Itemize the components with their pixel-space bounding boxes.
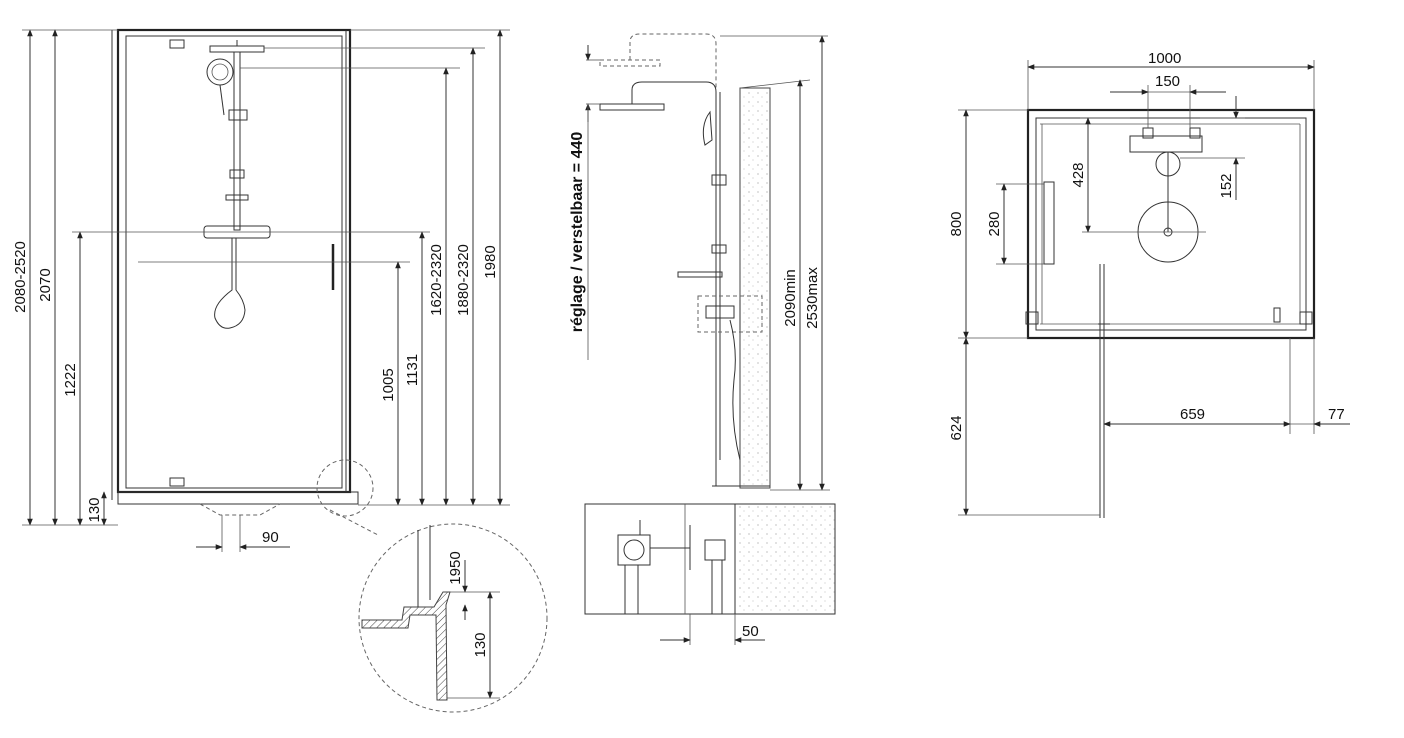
door-handle-top [1043, 181, 1055, 265]
top-hinge [169, 39, 185, 49]
side-wall [739, 87, 771, 489]
dim-2530max: 2530max [804, 267, 821, 329]
dim-width-280: 280 [986, 211, 1003, 236]
dim-depth-428: 428 [1070, 162, 1087, 187]
shower-hose [214, 238, 246, 329]
dim-detail-1950: 1950 [447, 551, 464, 584]
shower-tray [117, 491, 359, 505]
dim-height-2070: 2070 [37, 268, 54, 301]
dim-depth-800: 800 [948, 211, 965, 236]
dim-height-130: 130 [86, 497, 103, 522]
dim-width-90: 90 [262, 529, 279, 546]
top-view: 1000 150 428 152 800 280 624 [948, 50, 1350, 518]
mixer-valve [617, 534, 651, 566]
dim-width-1000: 1000 [1148, 50, 1181, 67]
dim-2090min: 2090min [782, 269, 799, 327]
detail-view: 130 1950 [329, 509, 548, 713]
dashed-upper-arm [629, 33, 717, 90]
dim-width-150: 150 [1155, 73, 1180, 90]
dim-height-1222: 1222 [62, 363, 79, 396]
dim-total-height-range: 2080-2520 [12, 241, 29, 313]
mixer-dashed-box [697, 295, 763, 333]
riser-pipe [233, 51, 241, 231]
inner-frame [1035, 117, 1307, 331]
bottom-hinge [169, 477, 185, 487]
tray-profile-hatch [361, 591, 451, 701]
dim-depth-152: 152 [1218, 173, 1235, 198]
dim-height-1005: 1005 [380, 368, 397, 401]
detail-circle [358, 523, 548, 713]
overhead-shower-side [599, 103, 665, 111]
tray-outline [1026, 108, 1316, 340]
dim-height-1880-2320: 1880-2320 [455, 244, 472, 316]
dim-height-1620-2320: 1620-2320 [428, 244, 445, 316]
overhead-shower [209, 45, 265, 53]
adjust-range-label: réglage / verstelbaar = 440 [569, 132, 586, 333]
soap-shelf [677, 271, 723, 278]
shower-arm [631, 81, 717, 460]
front-view: 2080-2520 2070 1222 130 90 1005 1131 162… [12, 28, 510, 552]
handshower-side [702, 110, 713, 146]
side-view: réglage / verstelbaar = 440 2090min 2530… [569, 33, 836, 645]
dim-detail-130: 130 [472, 632, 489, 657]
dim-height-1131: 1131 [404, 354, 421, 386]
dim-width-659: 659 [1180, 406, 1205, 423]
dim-depth-50: 50 [742, 623, 759, 640]
dim-height-1980: 1980 [482, 245, 499, 278]
dim-depth-624: 624 [948, 415, 965, 440]
dim-width-77: 77 [1328, 406, 1345, 423]
